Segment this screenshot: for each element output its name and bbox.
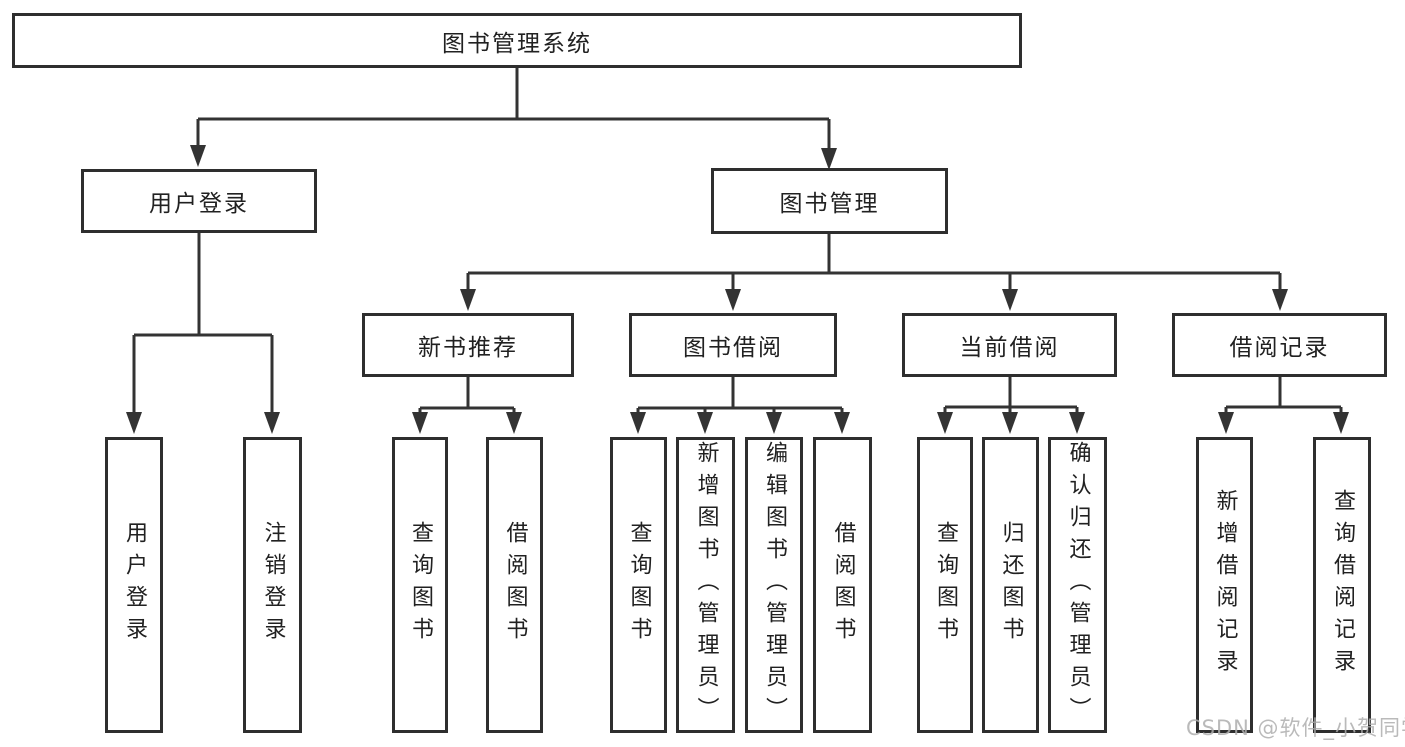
leaf-query-borrow-record: 查询借阅记录 xyxy=(1313,437,1371,733)
leaf-query-books-current: 查询图书 xyxy=(917,437,973,733)
leaf-query-books-borrowing: 查询图书 xyxy=(610,437,667,733)
leaf-logout: 注销登录 xyxy=(243,437,302,733)
leaf-confirm-return-admin: 确认归还（管理员） xyxy=(1048,437,1107,733)
node-library-system: 图书管理系统 xyxy=(12,13,1022,68)
node-current-borrowing: 当前借阅 xyxy=(902,313,1117,377)
leaf-user-login: 用户登录 xyxy=(105,437,163,733)
leaf-borrow-books-recommend: 借阅图书 xyxy=(486,437,543,733)
node-book-management: 图书管理 xyxy=(711,168,948,234)
leaf-edit-book-admin: 编辑图书（管理员） xyxy=(745,437,803,733)
node-book-borrowing: 图书借阅 xyxy=(629,313,837,377)
node-new-book-recommend: 新书推荐 xyxy=(362,313,574,377)
leaf-add-borrow-record: 新增借阅记录 xyxy=(1196,437,1253,733)
leaf-add-book-admin: 新增图书（管理员） xyxy=(676,437,735,733)
leaf-query-books-recommend: 查询图书 xyxy=(392,437,448,733)
node-user-login: 用户登录 xyxy=(81,169,317,233)
leaf-borrow-books-borrowing: 借阅图书 xyxy=(813,437,872,733)
watermark: CSDN @软件_小贺同学 xyxy=(1186,716,1405,740)
node-borrow-records: 借阅记录 xyxy=(1172,313,1387,377)
leaf-return-books: 归还图书 xyxy=(982,437,1039,733)
